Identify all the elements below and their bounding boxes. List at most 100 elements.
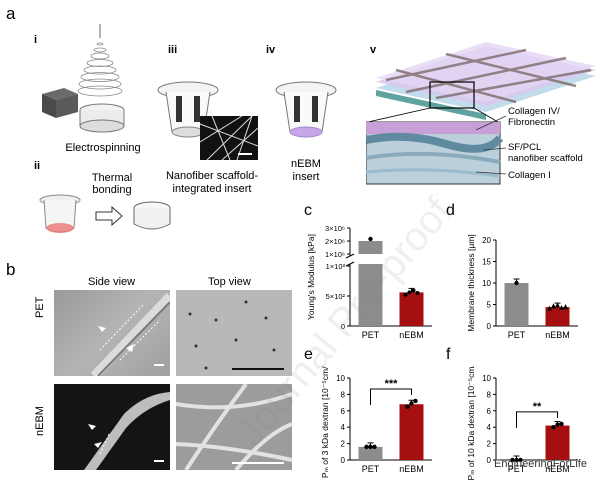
y-tick-label: 8	[487, 390, 492, 399]
data-point	[407, 290, 412, 295]
panel-a-label: a	[6, 4, 16, 23]
panel-b-label: b	[6, 260, 16, 279]
credit-text: EngineeringForLife	[494, 458, 587, 470]
significance-label: **	[533, 401, 542, 413]
data-point	[415, 291, 420, 295]
layered-membrane-illustration	[366, 42, 596, 185]
x-tick-label: nEBM	[545, 330, 570, 340]
y-tick-label: 1×10³	[326, 262, 346, 271]
ring-collector	[79, 103, 125, 133]
scale-bar	[154, 364, 164, 366]
y-tick-label: 10	[482, 374, 491, 383]
x-tick-label: PET	[362, 330, 380, 340]
top-view-title: Top view	[208, 276, 251, 288]
y-tick-label: 4	[341, 423, 346, 432]
data-point	[551, 425, 556, 430]
panel-c-label: c	[304, 202, 312, 219]
data-point	[559, 421, 564, 427]
bar-pet	[358, 446, 383, 460]
scale-bar	[232, 368, 284, 370]
y-axis-label: Membrane thickness [μm]	[466, 234, 476, 331]
data-point	[413, 398, 418, 404]
caption-scaffold-insert: Nanofiber scaffold- integrated insert	[152, 170, 272, 196]
data-point	[368, 236, 373, 242]
subpanel-iv-label: iv	[266, 44, 276, 56]
data-point	[563, 304, 568, 310]
y-tick-label: 10	[336, 374, 345, 383]
x-tick-label: nEBM	[545, 464, 570, 474]
data-point	[409, 401, 414, 406]
arrow-marker	[98, 326, 106, 332]
bar-pet-lower	[358, 264, 383, 326]
x-tick-label: nEBM	[399, 330, 424, 340]
nebm-insert-illustration	[275, 81, 337, 138]
caption-nebm-insert: nEBM insert	[276, 158, 336, 184]
y-tick-label: 2	[487, 440, 492, 449]
y-tick-label: 10	[482, 279, 491, 288]
data-point	[368, 444, 373, 450]
subpanel-i-label: i	[34, 34, 38, 46]
side-view-title: Side view	[88, 276, 136, 288]
y-tick-label: 15	[482, 258, 491, 267]
panel-d-label: d	[446, 202, 455, 219]
bar-nebm	[545, 425, 570, 460]
y-tick-label: 1×10⁶	[325, 250, 345, 259]
caption-electrospinning: Electrospinning	[65, 142, 141, 154]
data-point	[518, 457, 523, 463]
row-label-nebm: nEBM	[34, 406, 46, 436]
data-point	[364, 444, 369, 450]
bar-pet	[504, 283, 529, 326]
label-collagen-i: Collagen I	[508, 170, 551, 181]
caption-scaffold-2: integrated insert	[172, 183, 252, 195]
sem-side-nebm	[54, 384, 170, 470]
y-tick-label: 2×10⁶	[325, 237, 345, 246]
caption-thermal-bonding: Thermal bonding	[82, 172, 142, 196]
data-point	[547, 305, 552, 311]
scaffold-insert-illustration	[157, 81, 259, 161]
y-axis-label: Young's Modulus [kPa]	[306, 234, 316, 320]
zoom-box	[429, 81, 475, 109]
caption-nebm: nEBM	[291, 158, 321, 170]
row-label-pet: PET	[34, 296, 46, 318]
y-tick-label: 6	[487, 407, 492, 416]
subpanel-v-label: v	[370, 44, 377, 56]
arrow-marker	[88, 424, 96, 430]
sem-side-pet	[54, 290, 170, 376]
x-tick-label: PET	[508, 464, 526, 474]
y-axis-label: Pₘ of 10 kDa dextran [10⁻⁵cm/s]	[466, 366, 476, 480]
x-tick-label: PET	[362, 464, 380, 474]
y-tick-label: 0	[487, 322, 492, 331]
nanofiber-sem-inset	[199, 115, 259, 161]
axis-break	[345, 253, 355, 259]
data-point	[555, 422, 560, 427]
caption-thermal: Thermal	[91, 172, 133, 184]
y-tick-label: 0	[341, 456, 346, 465]
electrospinning-illustration	[42, 24, 125, 133]
y-tick-label: 5×10²	[326, 292, 346, 301]
arrow-marker	[94, 442, 102, 448]
y-tick-label: 6	[341, 407, 346, 416]
caption-insert: insert	[292, 171, 320, 183]
bar-nebm	[545, 307, 570, 326]
y-tick-label: 0	[341, 322, 345, 331]
bonded-ring	[133, 201, 171, 230]
scale-bar	[232, 462, 284, 464]
label-collagen-iv: Collagen IV/ Fibronectin	[508, 106, 560, 128]
y-tick-label: 4	[487, 423, 492, 432]
x-tick-label: PET	[508, 330, 526, 340]
significance-bracket	[516, 411, 558, 428]
scale-bar	[154, 460, 164, 462]
x-tick-label: nEBM	[399, 464, 424, 474]
label-collagen-iv-1: Collagen IV/	[508, 106, 560, 117]
data-point	[559, 304, 564, 310]
label-collagen-iv-2: Fibronectin	[508, 117, 555, 128]
y-tick-label: 8	[341, 390, 346, 399]
caption-scaffold-1: Nanofiber scaffold-	[165, 170, 259, 182]
bar-nebm	[399, 404, 424, 460]
data-point	[405, 404, 410, 409]
significance-bracket	[370, 388, 412, 405]
data-point	[411, 288, 416, 293]
